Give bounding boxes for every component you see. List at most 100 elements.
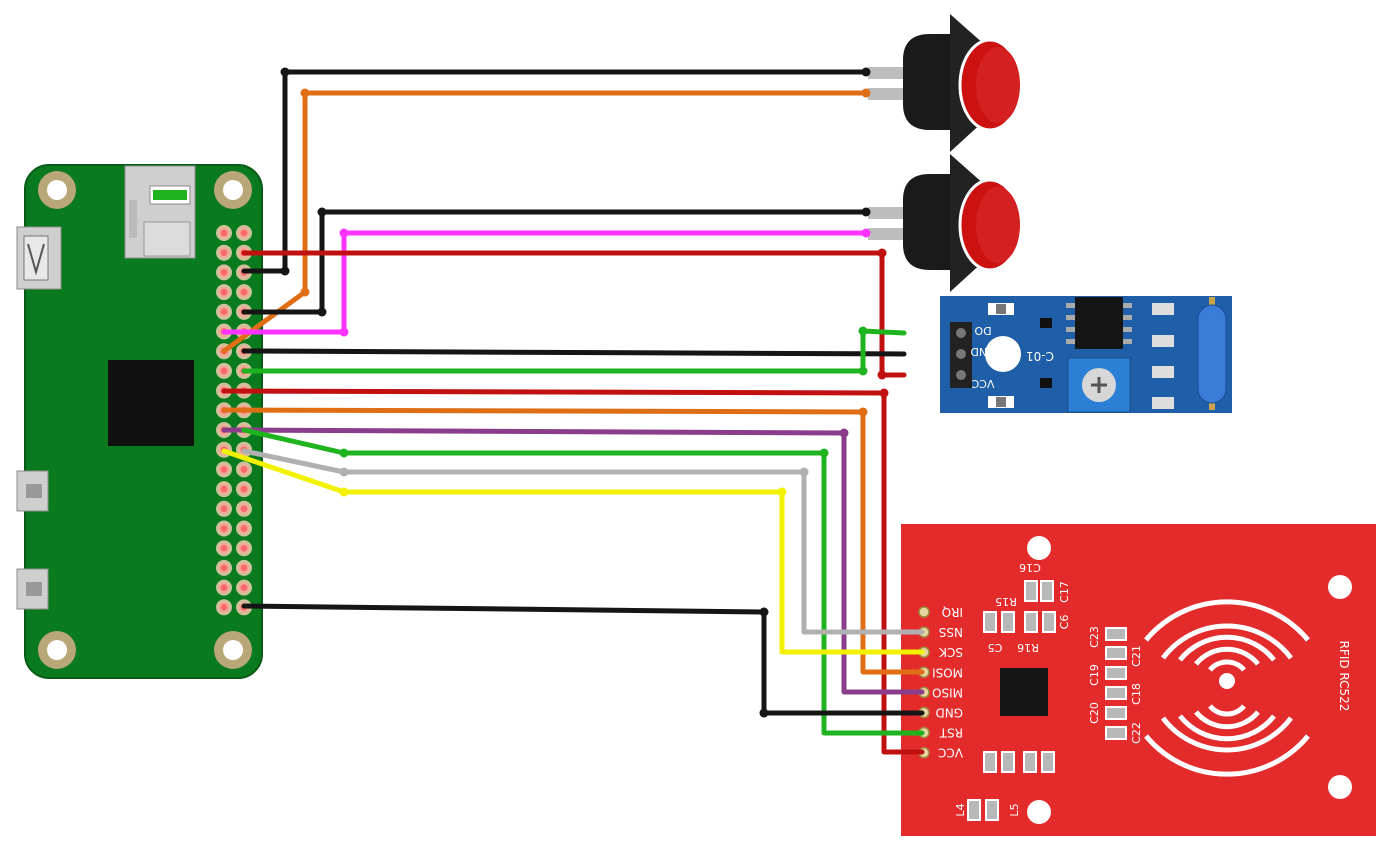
wire-joint	[879, 388, 889, 398]
rfid-pin-label-vcc: VCC	[938, 746, 963, 760]
gpio-pin-center	[240, 544, 248, 552]
wire-joint	[339, 228, 349, 238]
wire-yellow-rfid-sck	[221, 448, 925, 655]
label-c17: C17	[1058, 581, 1071, 603]
wire-black-sensor-gnd	[241, 348, 907, 357]
wire-joint	[858, 326, 868, 336]
wire-joint	[877, 370, 887, 380]
processor-chip	[108, 360, 194, 446]
wire-joint	[858, 407, 868, 417]
rfid-pin-label-gnd: GND	[935, 706, 963, 720]
gpio-pin-center	[240, 505, 248, 513]
gpio-pin-center	[220, 603, 228, 611]
wire-joint	[819, 448, 829, 458]
wire-joint	[317, 307, 327, 317]
mini-hdmi-port	[16, 226, 62, 290]
label-c19: C19	[1088, 664, 1101, 686]
wire-joint	[861, 207, 871, 217]
push-button-2[interactable]	[868, 154, 1022, 292]
rfid-pads	[967, 580, 1127, 821]
label-c5: C5	[988, 641, 1003, 654]
gpio-pin-center	[240, 584, 248, 592]
gpio-pin-center	[220, 249, 228, 257]
wire-joint	[877, 248, 887, 258]
label-l4: L4	[954, 803, 967, 816]
gpio-pin-center	[220, 367, 228, 375]
gpio-pin-center	[220, 525, 228, 532]
wire-joint	[777, 487, 787, 497]
wire-black-button1	[241, 69, 869, 274]
wire-green-sensor-do	[241, 328, 907, 374]
potentiometer[interactable]	[1067, 357, 1131, 413]
gpio-pin-center	[220, 268, 228, 276]
wire-joint	[339, 448, 349, 458]
gpio-pin-center	[220, 465, 228, 473]
wire-joint	[799, 467, 809, 477]
wire-joint	[300, 88, 310, 98]
label-c23: C23	[1088, 626, 1101, 648]
label-c20: C20	[1088, 702, 1101, 724]
rfid-title: RFID RC522	[1337, 641, 1351, 712]
wire-joints	[280, 67, 889, 718]
gpio-pin-center	[240, 229, 248, 237]
gpio-pin-center	[220, 308, 228, 316]
rfid-antenna	[1144, 599, 1310, 777]
rfid-pin-label-rst: RST	[939, 726, 963, 740]
comparator-ic	[1066, 297, 1132, 349]
label-c21: C21	[1130, 645, 1143, 667]
wire-orange-button1	[221, 90, 869, 354]
wire-joint	[839, 428, 849, 438]
gpio-pin-center	[240, 288, 248, 296]
wire-joint	[861, 67, 871, 77]
push-button-1[interactable]	[868, 14, 1022, 152]
sensor-board-label: C-01	[1026, 349, 1054, 363]
rfid-rc522-board: RFID RC522 C16 C17 R15 C6 C5 R16 C23 C21…	[901, 524, 1376, 836]
sensor-element	[1197, 297, 1227, 410]
sensor-pin-label-vcc: VCC	[971, 377, 994, 390]
gpio-pin-center	[220, 229, 228, 237]
wire-joint	[759, 607, 769, 617]
wire-orange-rfid-mosi	[221, 407, 925, 675]
wire-red-sensor-vcc	[241, 250, 907, 378]
rfid-pin-irq	[918, 606, 930, 618]
rfid-reader-chip	[1000, 668, 1048, 716]
wire-joint	[300, 287, 310, 297]
gpio-pin-center	[220, 584, 228, 592]
label-r15: R15	[995, 595, 1017, 608]
wire-joint	[759, 708, 769, 718]
wire-joint	[280, 67, 290, 77]
rfid-pin-label-sck: SCK	[938, 645, 963, 659]
gpio-pin-center	[240, 465, 248, 473]
micro-usb-port-2	[16, 568, 49, 610]
gpio-pin-center	[240, 564, 248, 572]
micro-sd-slot	[124, 165, 196, 259]
wire-joint	[858, 366, 868, 376]
rfid-pin-label-nss: NSS	[939, 625, 963, 639]
gpio-pin-center	[220, 485, 228, 493]
sensor-mount-hole	[985, 336, 1021, 372]
wire-magenta-button2	[221, 230, 869, 335]
wire-joint	[280, 266, 290, 276]
label-c6: C6	[1058, 615, 1071, 630]
label-c18: C18	[1130, 683, 1143, 705]
gpio-pin-center	[240, 525, 248, 532]
label-l5: L5	[1008, 803, 1021, 816]
wire-joint	[317, 207, 327, 217]
wire-red-rfid-vcc	[221, 388, 925, 755]
rfid-pin-label-mosi: MOSI	[932, 665, 963, 679]
wire-black-button2	[241, 209, 869, 315]
rfid-pin-label-irq: IRQ	[942, 605, 963, 619]
sensor-pin-label-do: DO	[974, 324, 991, 337]
wire-joint	[861, 228, 871, 238]
micro-usb-port-1	[16, 470, 49, 512]
gpio-pin-center	[220, 544, 228, 552]
label-c16: C16	[1019, 561, 1041, 574]
wire-joint	[339, 487, 349, 497]
label-c22: C22	[1130, 722, 1143, 744]
gpio-pin-center	[220, 564, 228, 572]
gpio-pin-center	[220, 505, 228, 513]
sensor-module: DO GND VCC C-01	[940, 296, 1232, 413]
wire-black-rfid-gnd	[241, 603, 925, 716]
wires	[221, 69, 925, 755]
